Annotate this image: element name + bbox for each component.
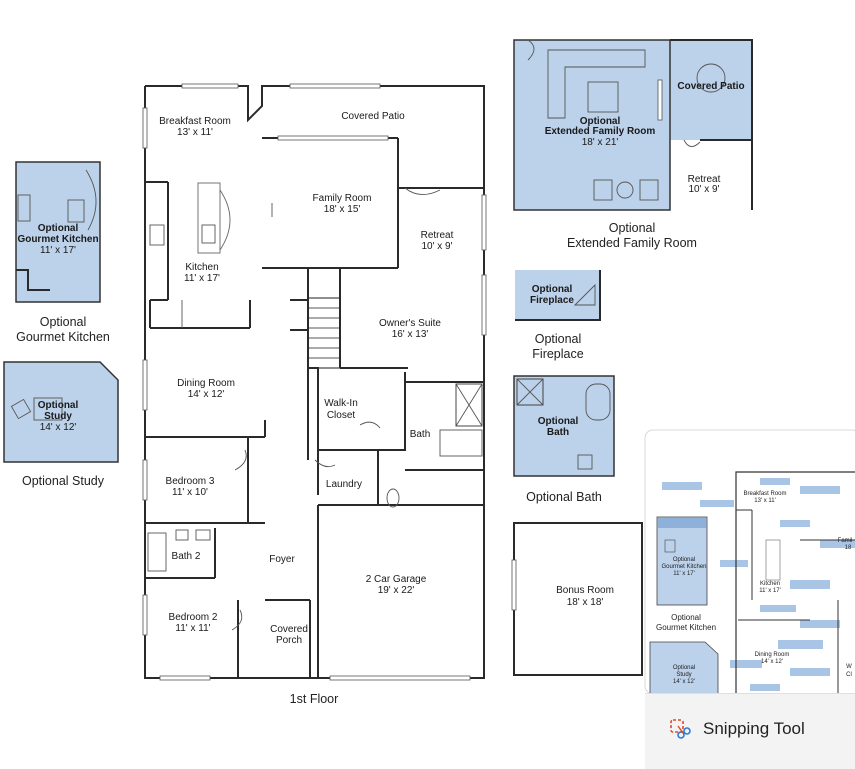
covered-porch-label-2: Porch — [276, 635, 302, 646]
opt-bath-label-2: Bath — [547, 427, 569, 438]
opt-bath-caption: Optional Bath — [526, 490, 602, 504]
thumb-kitchen-label: Kitchen — [760, 581, 780, 587]
study-caption: Optional Study — [22, 474, 105, 488]
garage-dim: 19' x 22' — [378, 585, 415, 596]
thumb-walkin-label-1: W — [846, 664, 852, 670]
dining-room-label: Dining Room — [177, 378, 235, 389]
fireplace-label-1: Optional — [532, 284, 573, 295]
breakfast-room-label: Breakfast Room — [159, 116, 231, 127]
fireplace-caption-1: Optional — [535, 332, 582, 346]
kitchen-dim: 11' x 17' — [184, 273, 220, 284]
retreat-dim: 10' x 9' — [421, 241, 452, 252]
walkin-closet-label-1: Walk-In — [324, 398, 358, 409]
study-label-2: Study — [44, 411, 72, 422]
covered-patio-label: Covered Patio — [341, 111, 405, 122]
extended-family-dim: 18' x 21' — [582, 137, 619, 148]
thumb-walkin-label-2: Cl — [846, 672, 852, 678]
bedroom3-label: Bedroom 3 — [166, 476, 215, 487]
option-study: Optional Study 14' x 12' Optional Study — [3, 361, 119, 488]
main-floor-plan: Breakfast Room 13' x 11' Covered Patio F… — [142, 83, 487, 706]
bonus-room: Bonus Room 18' x 18' — [511, 522, 643, 676]
bedroom2-label: Bedroom 2 — [169, 612, 218, 623]
study-dim: 14' x 12' — [40, 422, 77, 433]
floor-caption: 1st Floor — [290, 692, 339, 706]
bedroom2-dim: 11' x 11' — [175, 623, 210, 634]
gourmet-kitchen-dim: 11' x 17' — [40, 245, 76, 256]
option-extended-family-room: Optional Extended Family Room 18' x 21' … — [513, 39, 753, 250]
covered-porch-label-1: Covered — [270, 624, 308, 635]
thumb-family-dim: 18 — [845, 545, 852, 551]
fireplace-label-2: Fireplace — [530, 295, 574, 306]
thumb-breakfast-dim: 13' x 11' — [754, 498, 776, 504]
bonus-room-label: Bonus Room — [556, 585, 614, 596]
extended-family-caption-2: Extended Family Room — [567, 236, 697, 250]
thumb-dining-dim: 14' x 12' — [761, 659, 783, 665]
scissors-icon — [670, 719, 691, 739]
thumb-breakfast-label: Breakfast Room — [743, 491, 786, 497]
retreat-label: Retreat — [421, 230, 454, 241]
bath-label: Bath — [410, 429, 431, 440]
thumb-gourmet-caption-1: Optional — [671, 613, 701, 622]
thumb-kitchen-dim: 11' x 17' — [759, 588, 781, 594]
bedroom3-dim: 11' x 10' — [172, 487, 208, 498]
thumb-study-label-1: Optional — [673, 665, 695, 671]
bath2-label: Bath 2 — [172, 551, 201, 562]
dining-room-dim: 14' x 12' — [188, 389, 225, 400]
bonus-room-dim: 18' x 18' — [567, 597, 604, 608]
thumb-gourmet-caption-2: Gourmet Kitchen — [656, 623, 716, 632]
thumb-gourmet-label-1: Optional — [673, 557, 695, 563]
thumb-gourmet-label-2: Gourmet Kitchen — [661, 564, 706, 570]
ext-retreat-label: Retreat — [688, 174, 721, 185]
kitchen-label: Kitchen — [185, 262, 218, 273]
option-gourmet-kitchen: Optional Gourmet Kitchen 11' x 17' Optio… — [15, 161, 110, 344]
garage-label: 2 Car Garage — [366, 574, 427, 585]
gourmet-kitchen-caption-2: Gourmet Kitchen — [16, 330, 110, 344]
fireplace-caption-2: Fireplace — [532, 347, 583, 361]
opt-bath-label-1: Optional — [538, 416, 579, 427]
snip-preview-thumbnail[interactable]: Optional Gourmet Kitchen 11' x 17' Optio… — [644, 429, 855, 695]
gourmet-kitchen-label-2: Gourmet Kitchen — [17, 234, 98, 245]
extended-family-label-1: Optional — [580, 116, 621, 127]
foyer-label: Foyer — [269, 554, 295, 565]
extended-family-caption-1: Optional — [609, 221, 656, 235]
gourmet-kitchen-label-1: Optional — [38, 223, 79, 234]
extended-family-label-2: Extended Family Room — [545, 126, 656, 137]
family-room-dim: 18' x 15' — [324, 204, 361, 215]
gourmet-kitchen-caption-1: Optional — [40, 315, 87, 329]
thumb-gourmet-dim: 11' x 17' — [673, 571, 695, 577]
study-label-1: Optional — [38, 400, 79, 411]
ext-retreat-dim: 10' x 9' — [688, 184, 719, 195]
laundry-label: Laundry — [326, 479, 362, 490]
option-bath: Optional Bath Optional Bath — [513, 375, 615, 504]
thumb-dining-label: Dining Room — [755, 652, 790, 658]
snipping-tool-label: Snipping Tool — [703, 719, 805, 738]
option-fireplace: Optional Fireplace Optional Fireplace — [515, 270, 601, 361]
owners-suite-label: Owner's Suite — [379, 318, 441, 329]
thumb-family-label: Famil — [838, 538, 853, 544]
snipping-tool-notification[interactable]: Snipping Tool — [645, 693, 855, 769]
breakfast-room-dim: 13' x 11' — [177, 127, 213, 138]
walkin-closet-label-2: Closet — [327, 410, 356, 421]
thumb-study-label-2: Study — [676, 672, 691, 678]
thumb-study-dim: 14' x 12' — [673, 679, 695, 685]
family-room-label: Family Room — [313, 193, 372, 204]
ext-covered-patio-label: Covered Patio — [677, 81, 744, 92]
owners-suite-dim: 16' x 13' — [392, 329, 429, 340]
